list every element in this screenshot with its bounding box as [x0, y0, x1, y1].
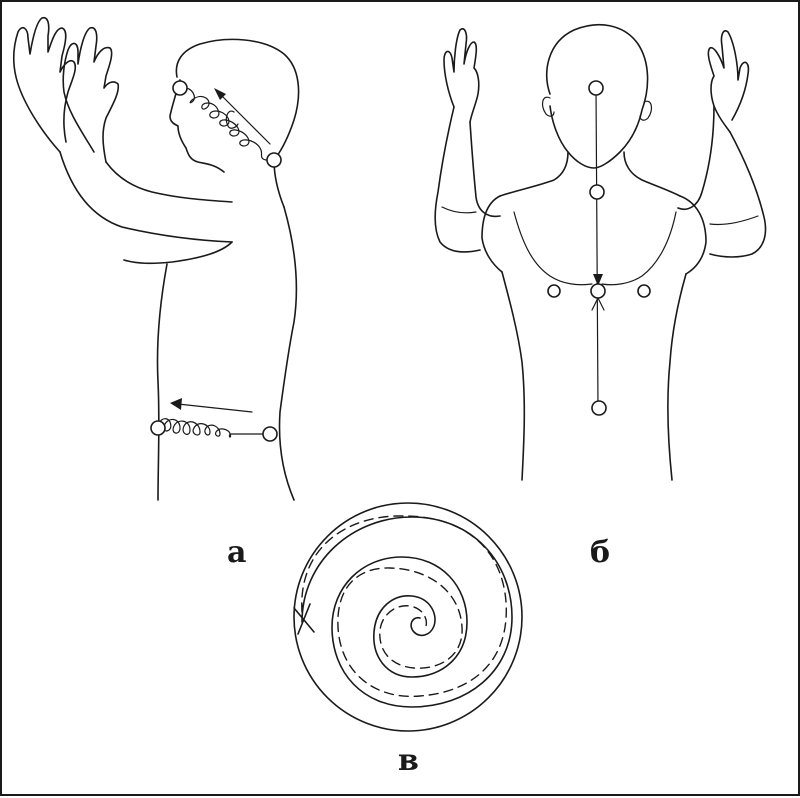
figure-b-left-chest	[513, 211, 593, 286]
label-b: б	[590, 535, 611, 570]
figure-a-hand-back	[13, 16, 77, 153]
figure-a-back	[278, 206, 298, 501]
figure-b-point-chest-right	[637, 284, 651, 298]
figure-b-right-ear	[639, 100, 653, 121]
figure-a-head-arrow-line	[219, 93, 271, 145]
figure-a-waist-point-end	[262, 426, 278, 442]
figure-a-side-view	[13, 16, 300, 501]
figure-a-waist-arrow-line	[177, 403, 253, 413]
figure-b-neck-right	[623, 151, 681, 197]
figure-b-point-chest-left	[547, 284, 561, 298]
figure-a-armpit	[123, 241, 233, 265]
figure-b-left-elbow	[441, 206, 477, 214]
figure-a-head-spiral	[181, 87, 267, 161]
figure-a-front-torso	[156, 263, 168, 501]
figure-b-right-chest	[601, 211, 677, 286]
figure-b-midline	[595, 87, 599, 409]
figure-b-left-arm-inner	[469, 121, 501, 218]
figure-c-dashed-spiral	[301, 515, 507, 698]
label-c: в	[398, 743, 419, 778]
figure-c-solid-spiral	[301, 516, 513, 708]
figure-a-waist-arrowhead	[170, 398, 182, 410]
figure-b-point-throat	[589, 184, 605, 200]
figure-b-left-ear	[541, 96, 555, 117]
figure-b-right-elbow	[709, 215, 759, 226]
figure-a-head-point-start	[172, 80, 188, 96]
figure-b-left-hand	[443, 28, 480, 123]
figure-a-arm-front	[105, 161, 233, 203]
figure-a-hand-front	[62, 26, 120, 163]
label-a: а	[227, 535, 247, 570]
figure-b-right-shoulder	[679, 195, 707, 275]
figure-b-right-arm-outer	[709, 131, 767, 258]
figure-c-cross-mark	[293, 603, 315, 635]
figure-b-left-arm-outer	[434, 106, 481, 253]
figure-b-point-chest-center	[590, 283, 606, 299]
figure-b-midline-arrow-up	[591, 297, 605, 311]
figure-b-midline-arrow-down	[593, 274, 603, 286]
figure-a-waist-point-start	[150, 420, 166, 436]
figure-b-left-shoulder	[481, 195, 503, 273]
figure-b-point-head	[588, 80, 604, 96]
figure-a-ear	[225, 110, 239, 129]
figure-a-arm-back	[59, 151, 233, 243]
figure-c-outer-circle	[293, 502, 523, 732]
figure-b-point-abdomen	[591, 400, 607, 416]
figure-b-neck-left	[499, 151, 569, 197]
figure-b-right-hand	[707, 30, 750, 133]
figure-b-right-arm-inner	[677, 105, 715, 210]
figure-a-head	[175, 38, 300, 161]
figure-b-front-view	[434, 23, 767, 481]
figure-a-head-point-end	[266, 152, 282, 168]
figure-b-left-flank	[501, 271, 526, 481]
figure-b-head	[545, 23, 649, 169]
figure-a-head-arrowhead	[214, 88, 226, 100]
figure-b-right-flank	[667, 273, 687, 481]
figure-c-spiral	[293, 502, 523, 732]
figure-a-waist-spiral	[158, 418, 265, 438]
figure-a-face	[169, 79, 225, 173]
